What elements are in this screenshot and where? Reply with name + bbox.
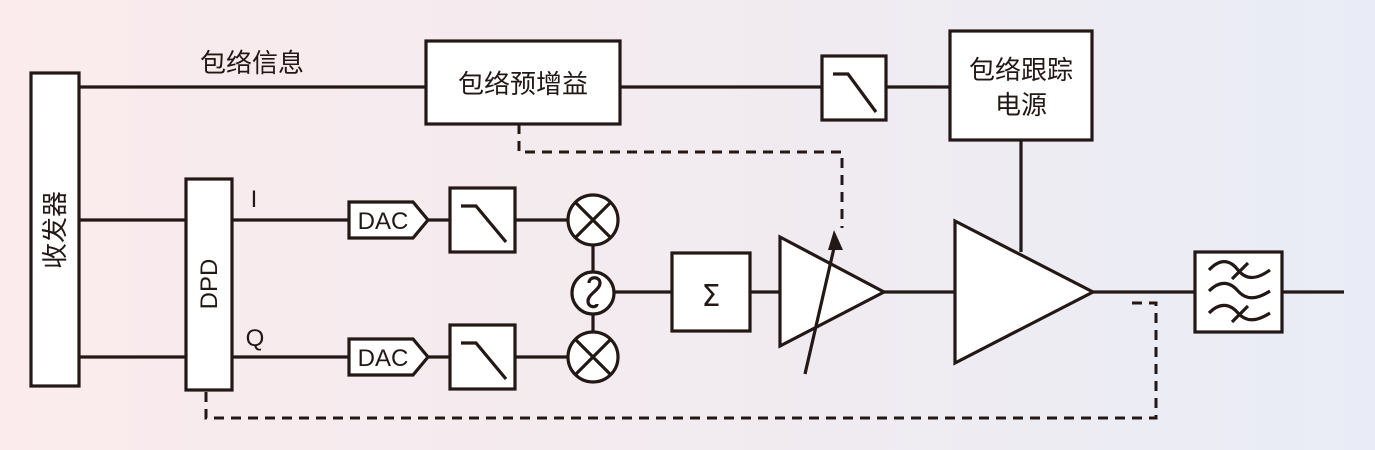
lpf-q-block [448,323,517,391]
dpd-block [184,177,234,392]
transceiver-block [29,71,81,388]
variable-gain-driver-amp [778,230,888,375]
i-channel-label: I [251,186,258,213]
arrowhead-icon [828,230,843,250]
dpd-label: DPD [196,259,223,310]
envelope-pregain-label: 包络预增益 [458,70,588,100]
mixer-cross-icon [573,337,613,377]
dac-i-label: DAC [358,208,409,235]
dashed-pregain-control [517,124,844,228]
dashed-dpd-feedback [204,301,1158,420]
bandpass-filter-block [1193,250,1284,334]
transceiver-label: 收发器 [41,191,71,269]
amplifier-triangle-icon [778,234,888,349]
local-oscillator [570,270,616,316]
mixer-cross-icon [573,200,613,240]
et-supply-label-line2: 电源 [995,91,1047,121]
q-channel-label: Q [246,325,265,352]
power-amplifier [953,218,1097,366]
sine-wave-icon [586,276,602,309]
lpf-i-block [448,186,517,254]
variable-gain-arrow-icon [803,247,836,375]
envelope-info-label: 包络信息 [200,49,304,79]
envelope-pregain-block [424,39,622,126]
dac-i-block [347,200,431,240]
dac-q-label: DAC [358,345,409,372]
envelope-tracking-supply-block [948,29,1094,142]
lpf-envelope-block [820,54,888,122]
bandpass-filter-icon [1207,260,1271,324]
lowpass-filter-icon [833,72,878,113]
lowpass-filter-icon [461,204,508,244]
et-supply-label-line1: 包络跟踪 [969,56,1073,86]
dac-q-block [347,337,431,377]
mixer-i [566,193,620,247]
summer-block [670,251,752,333]
lowpass-filter-icon [461,341,508,381]
mixer-q [566,330,620,384]
summer-label: Σ [702,279,721,314]
